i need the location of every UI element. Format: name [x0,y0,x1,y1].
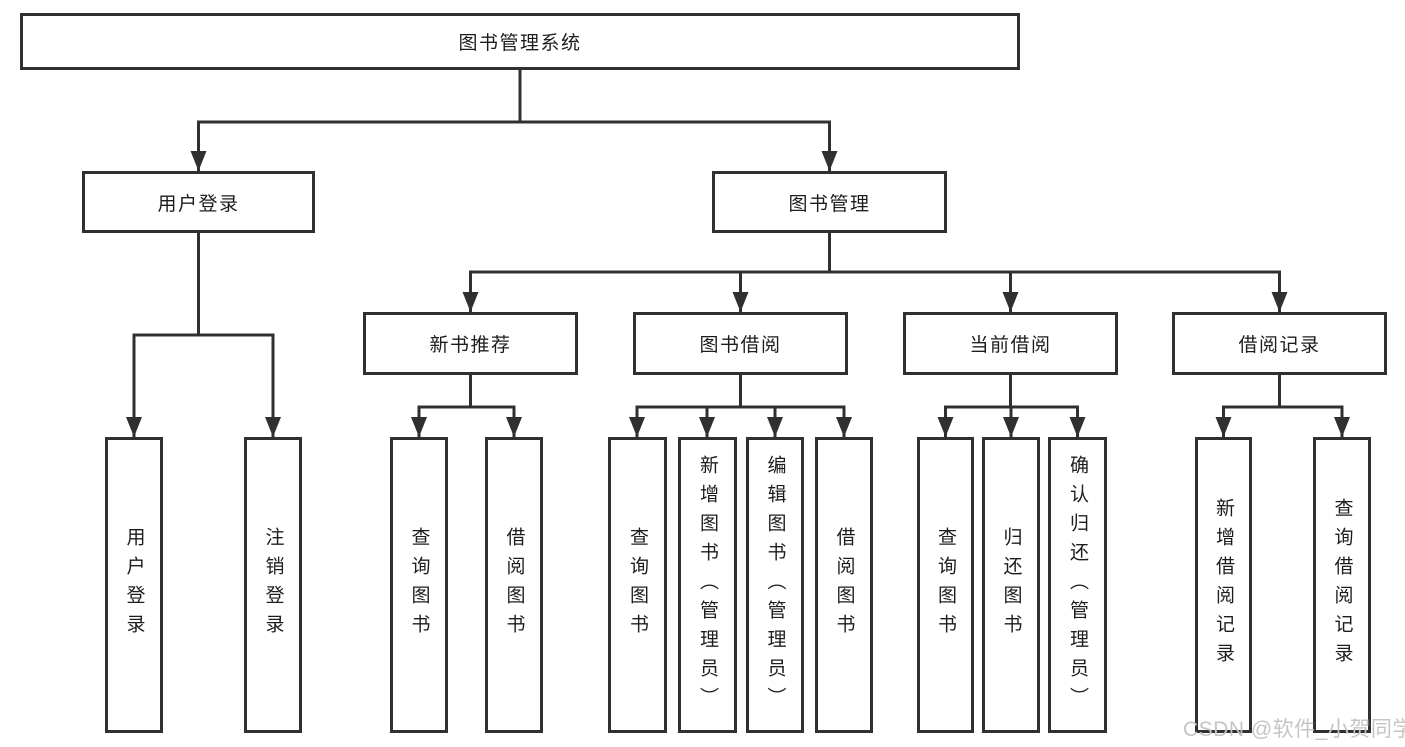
leaf-user-login: 用户登录 [105,437,163,733]
leaf-add-books-admin: 新增图书（管理员） [678,437,737,733]
node-book-borrow-label: 图书借阅 [699,335,782,356]
leaf-edit-books-admin: 编辑图书（管理员） [746,437,804,733]
leaf-borrow-books-1: 借阅图书 [485,437,543,733]
leaf-query-books-1-label: 查询图书 [408,527,430,643]
node-new-book-rec: 新书推荐 [363,312,578,375]
leaf-logout: 注销登录 [244,437,302,733]
leaf-add-borrow-record: 新增借阅记录 [1195,437,1252,733]
csdn-watermark: CSDN @软件_小贺同学 [1183,718,1405,741]
node-user-login-label: 用户登录 [157,193,240,215]
node-borrow-records: 借阅记录 [1172,312,1387,375]
node-user-login: 用户登录 [82,171,315,233]
edge-borrow-records-to-leaves [1215,373,1350,438]
leaf-query-borrow-record: 查询借阅记录 [1313,437,1371,733]
leaf-borrow-books-1-label: 借阅图书 [503,527,525,643]
leaf-add-borrow-record-label: 新增借阅记录 [1213,498,1234,672]
leaf-query-books-1: 查询图书 [390,437,448,733]
node-new-book-rec-label: 新书推荐 [429,335,512,356]
edge-book-mgmt-to-level3 [462,231,1288,313]
node-root-system: 图书管理系统 [20,13,1020,70]
edge-user-login-to-leaves [126,231,281,438]
leaf-confirm-return-admin: 确认归还（管理员） [1048,437,1107,733]
leaf-return-books-label: 归还图书 [1000,527,1022,643]
leaf-query-books-3-label: 查询图书 [935,527,956,643]
node-current-borrow-label: 当前借阅 [969,335,1052,356]
node-root-label: 图书管理系统 [458,33,582,54]
node-borrow-records-label: 借阅记录 [1238,335,1321,356]
leaf-borrow-books-2: 借阅图书 [815,437,873,733]
leaf-query-borrow-record-label: 查询借阅记录 [1331,498,1353,672]
node-book-mgmt: 图书管理 [712,171,947,233]
leaf-confirm-return-admin-label: 确认归还（管理员） [1067,454,1088,716]
leaf-query-books-3: 查询图书 [917,437,974,733]
edge-book-borrow-to-leaves [629,373,852,438]
leaf-borrow-books-2-label: 借阅图书 [833,527,855,643]
leaf-query-books-2: 查询图书 [608,437,667,733]
node-current-borrow: 当前借阅 [903,312,1118,375]
leaf-user-login-label: 用户登录 [123,527,145,643]
leaf-return-books: 归还图书 [982,437,1040,733]
leaf-edit-books-admin-label: 编辑图书（管理员） [764,454,786,716]
edge-root-to-level2 [190,68,838,172]
node-book-borrow: 图书借阅 [633,312,848,375]
leaf-logout-label: 注销登录 [262,527,284,643]
node-book-mgmt-label: 图书管理 [788,193,871,215]
leaf-query-books-2-label: 查询图书 [627,527,648,643]
edge-current-borrow-to-leaves [937,373,1086,438]
edge-new-book-rec-to-leaves [411,373,522,438]
leaf-add-books-admin-label: 新增图书（管理员） [697,454,718,716]
